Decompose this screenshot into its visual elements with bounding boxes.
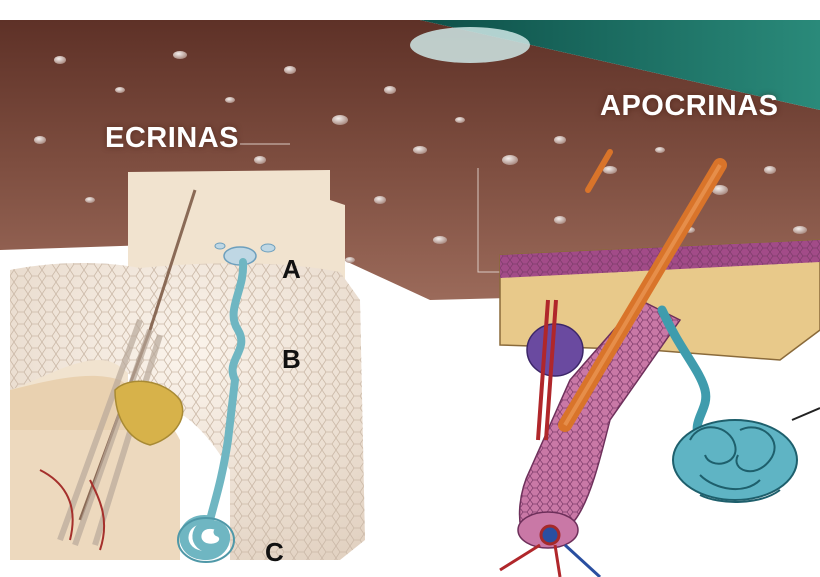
hair-bulb [541, 526, 559, 544]
label-c: C [265, 537, 284, 568]
apocrine-title: APOCRINAS [600, 90, 779, 123]
ecrine-title: ECRINAS [105, 122, 239, 155]
label-a: A [282, 254, 301, 285]
background-highlight [410, 27, 530, 63]
label-b: B [282, 344, 301, 375]
apocrine-coiled-gland [673, 420, 797, 502]
